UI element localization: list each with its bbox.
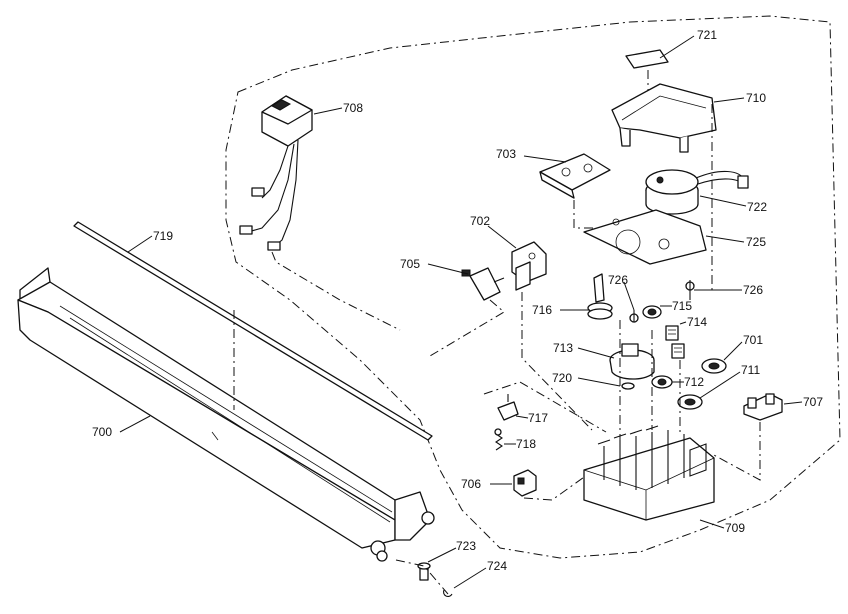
pin-723 bbox=[417, 562, 431, 581]
callout-725: 725 bbox=[746, 235, 766, 249]
callout-711: 711 bbox=[741, 363, 760, 377]
gear-711 bbox=[677, 394, 703, 410]
callout-720: 720 bbox=[552, 371, 572, 385]
plate-725 bbox=[583, 209, 707, 265]
housing-709 bbox=[583, 425, 715, 521]
callout-714: 714 bbox=[687, 315, 707, 329]
callout-715: 715 bbox=[672, 299, 692, 313]
label-721 bbox=[625, 49, 669, 69]
callout-707: 707 bbox=[803, 395, 823, 409]
callout-710: 710 bbox=[746, 91, 766, 105]
connector-708 bbox=[239, 95, 401, 331]
gear-715 bbox=[642, 305, 662, 319]
callout-712: 712 bbox=[684, 375, 704, 389]
spring-718 bbox=[494, 428, 503, 451]
motor-722 bbox=[645, 169, 749, 215]
gear-714 bbox=[665, 325, 685, 359]
assembly-boundary bbox=[225, 15, 841, 559]
callout-709: 709 bbox=[725, 521, 745, 535]
callout-718: 718 bbox=[516, 437, 536, 451]
gear-701 bbox=[701, 358, 727, 374]
cover-710 bbox=[611, 83, 717, 153]
callout-723: 723 bbox=[456, 539, 476, 553]
lever-717 bbox=[497, 394, 519, 421]
washer-720 bbox=[621, 382, 635, 390]
callout-721: 721 bbox=[697, 28, 717, 42]
callout-702: 702 bbox=[470, 214, 490, 228]
screw-726-right bbox=[685, 280, 695, 300]
callout-708: 708 bbox=[343, 101, 363, 115]
screw-726-left bbox=[629, 310, 639, 323]
switch-bracket-702 bbox=[511, 241, 547, 291]
strip-719 bbox=[73, 221, 433, 441]
connector-706 bbox=[513, 469, 537, 497]
callout-703: 703 bbox=[496, 147, 516, 161]
callout-722: 722 bbox=[747, 200, 767, 214]
clip-707 bbox=[743, 393, 783, 421]
callout-706: 706 bbox=[461, 477, 481, 491]
cam-713 bbox=[609, 343, 655, 380]
bracket-703 bbox=[539, 153, 611, 199]
gear-712 bbox=[651, 375, 673, 389]
callout-716: 716 bbox=[532, 303, 552, 317]
callout-700: 700 bbox=[92, 425, 112, 439]
switch-705 bbox=[461, 267, 505, 301]
callout-726b: 726 bbox=[743, 283, 763, 297]
callout-701: 701 bbox=[743, 333, 763, 347]
base-rail-700 bbox=[17, 267, 435, 562]
callout-717: 717 bbox=[528, 411, 548, 425]
callout-724: 724 bbox=[487, 559, 507, 573]
callout-719: 719 bbox=[153, 229, 173, 243]
callout-705: 705 bbox=[400, 257, 420, 271]
callout-726a: 726 bbox=[608, 273, 628, 287]
gear-shaft-716 bbox=[587, 273, 613, 320]
clip-724 bbox=[442, 589, 453, 598]
callout-713: 713 bbox=[553, 341, 573, 355]
